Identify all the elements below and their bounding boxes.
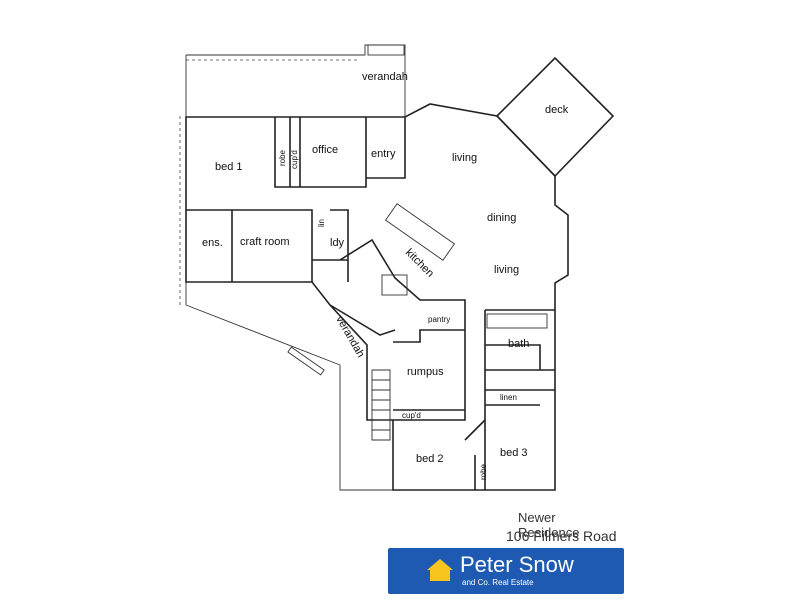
label-living1: living (452, 152, 477, 164)
label-craft: craft room (240, 236, 290, 248)
label-verandah-side: verandah (333, 314, 366, 360)
bath-tub (486, 313, 548, 329)
label-cupd1: cup'd (290, 150, 299, 169)
logo-subtitle: and Co. Real Estate (462, 578, 534, 587)
main-walls (185, 103, 569, 491)
label-dining: dining (487, 212, 516, 224)
stair (371, 369, 391, 441)
label-bed2: bed 2 (416, 453, 444, 465)
label-entry: entry (371, 148, 396, 160)
label-ldy: ldy (330, 237, 345, 249)
kitchen-island (381, 274, 408, 296)
label-bed3: bed 3 (500, 447, 528, 459)
chimney (367, 44, 405, 56)
label-lin: lin (317, 219, 326, 227)
residence-subtitle: Newer Residence (518, 510, 580, 540)
agency-logo: Peter Snow and Co. Real Estate (388, 548, 624, 594)
label-rumpus: rumpus (407, 366, 444, 378)
label-office: office (312, 144, 338, 156)
label-pantry: pantry (428, 315, 450, 324)
window-verandah (287, 346, 325, 376)
property-address: 106 Filmers Road (506, 528, 617, 544)
label-robe1: robe (278, 149, 287, 166)
logo-name: Peter Snow (460, 552, 574, 577)
verandah-edge (179, 59, 360, 305)
label-bath: bath (508, 338, 529, 350)
label-linen: linen (500, 393, 517, 402)
label-cupd2: cup'd (402, 411, 421, 420)
interior-walls (186, 117, 555, 490)
kitchen-bench (384, 203, 456, 261)
label-deck: deck (545, 104, 569, 116)
label-robe2: robe (479, 463, 488, 480)
label-ens: ens. (202, 237, 223, 249)
label-living2: living (494, 264, 519, 276)
label-bed1: bed 1 (215, 161, 243, 173)
deck-outline (495, 56, 615, 178)
house-icon (427, 559, 453, 581)
label-verandah-top: verandah (362, 71, 408, 83)
